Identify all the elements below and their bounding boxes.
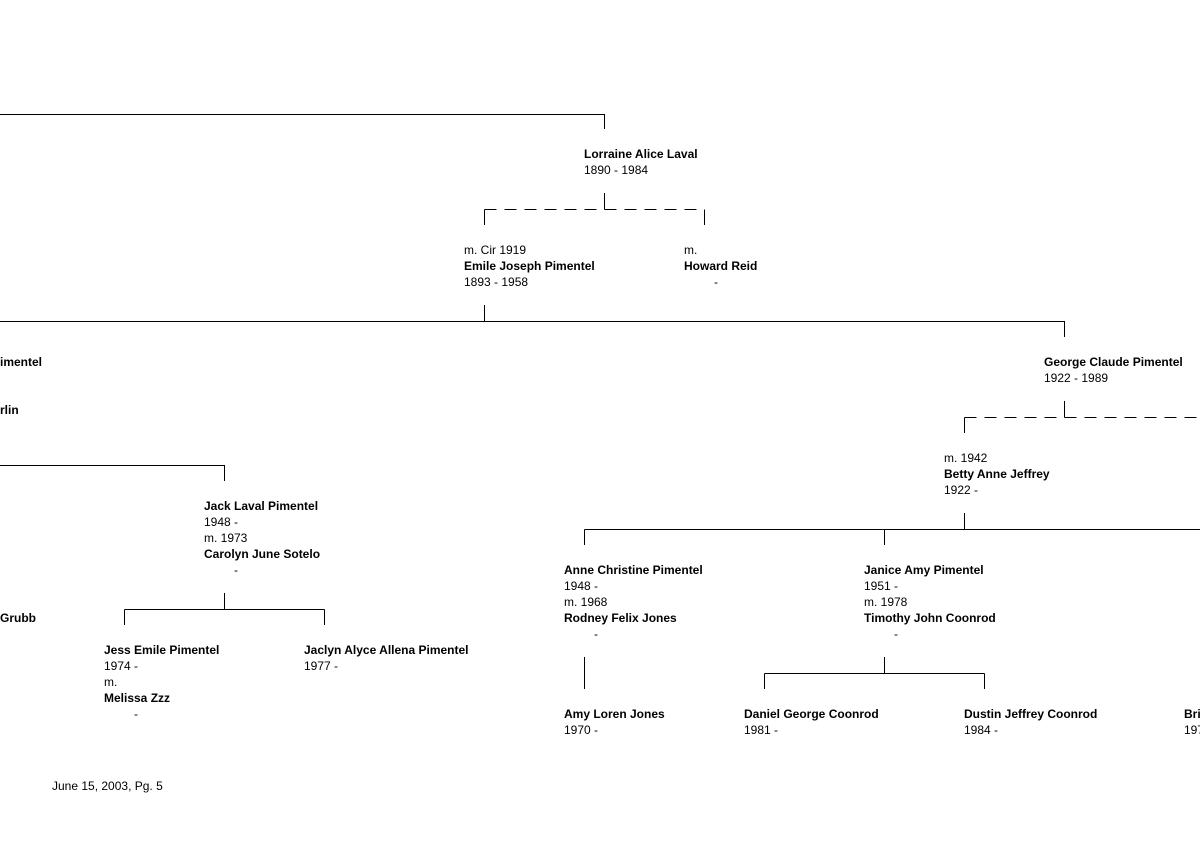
howard-name: Howard Reid	[684, 259, 758, 273]
jess-spouse-dates: -	[134, 707, 138, 721]
anne-spouse-name: Rodney Felix Jones	[564, 611, 677, 625]
anne-spouse-dates: -	[594, 627, 598, 641]
emile-marriage: m. Cir 1919	[464, 243, 527, 257]
janice-name: Janice Amy Pimentel	[864, 563, 984, 577]
howard-dates: -	[714, 275, 718, 289]
dustin-dates: 1984 -	[964, 723, 999, 737]
jack-spouse-name: Carolyn June Sotelo	[204, 547, 321, 561]
betty-dates: 1922 -	[944, 483, 979, 497]
jess-dates: 1974 -	[104, 659, 139, 673]
george-dates: 1922 - 1989	[1044, 371, 1109, 385]
jaclyn-dates: 1977 -	[304, 659, 339, 673]
partial-grubb-name: Grubb	[0, 611, 36, 625]
jack-spouse-dates: -	[234, 563, 238, 577]
lorraine-name: Lorraine Alice Laval	[584, 147, 698, 161]
janice-dates: 1951 -	[864, 579, 899, 593]
emile-dates: 1893 - 1958	[464, 275, 529, 289]
partial-bri-name: Bri	[1184, 707, 1200, 721]
janice-marriage: m. 1978	[864, 595, 908, 609]
lorraine-dates: 1890 - 1984	[584, 163, 649, 177]
daniel-dates: 1981 -	[744, 723, 779, 737]
jess-name: Jess Emile Pimentel	[104, 643, 220, 657]
connector-line	[0, 321, 1065, 337]
george-name: George Claude Pimentel	[1044, 355, 1183, 369]
amy-name: Amy Loren Jones	[564, 707, 665, 721]
partial-bri-dates: 197	[1184, 723, 1200, 737]
jack-dates: 1948 -	[204, 515, 239, 529]
anne-dates: 1948 -	[564, 579, 599, 593]
jess-marriage: m.	[104, 675, 118, 689]
jaclyn-name: Jaclyn Alyce Allena Pimentel	[304, 643, 469, 657]
page-footer: June 15, 2003, Pg. 5	[52, 779, 163, 793]
jess-spouse-name: Melissa Zzz	[104, 691, 171, 705]
jack-name: Jack Laval Pimentel	[204, 499, 319, 513]
partial-rlin-name: rlin	[0, 403, 19, 417]
betty-marriage: m. 1942	[944, 451, 988, 465]
emile-name: Emile Joseph Pimentel	[464, 259, 595, 273]
janice-spouse-name: Timothy John Coonrod	[864, 611, 996, 625]
janice-spouse-dates: -	[894, 627, 898, 641]
betty-name: Betty Anne Jeffrey	[944, 467, 1050, 481]
anne-marriage: m. 1968	[564, 595, 608, 609]
dustin-name: Dustin Jeffrey Coonrod	[964, 707, 1098, 721]
partial-pimentel-name: imentel	[0, 355, 43, 369]
connector-line	[0, 114, 605, 129]
connector-line	[0, 465, 225, 481]
howard-marriage: m.	[684, 243, 698, 257]
amy-dates: 1970 -	[564, 723, 599, 737]
jack-marriage: m. 1973	[204, 531, 248, 545]
anne-name: Anne Christine Pimentel	[564, 563, 703, 577]
daniel-name: Daniel George Coonrod	[744, 707, 879, 721]
